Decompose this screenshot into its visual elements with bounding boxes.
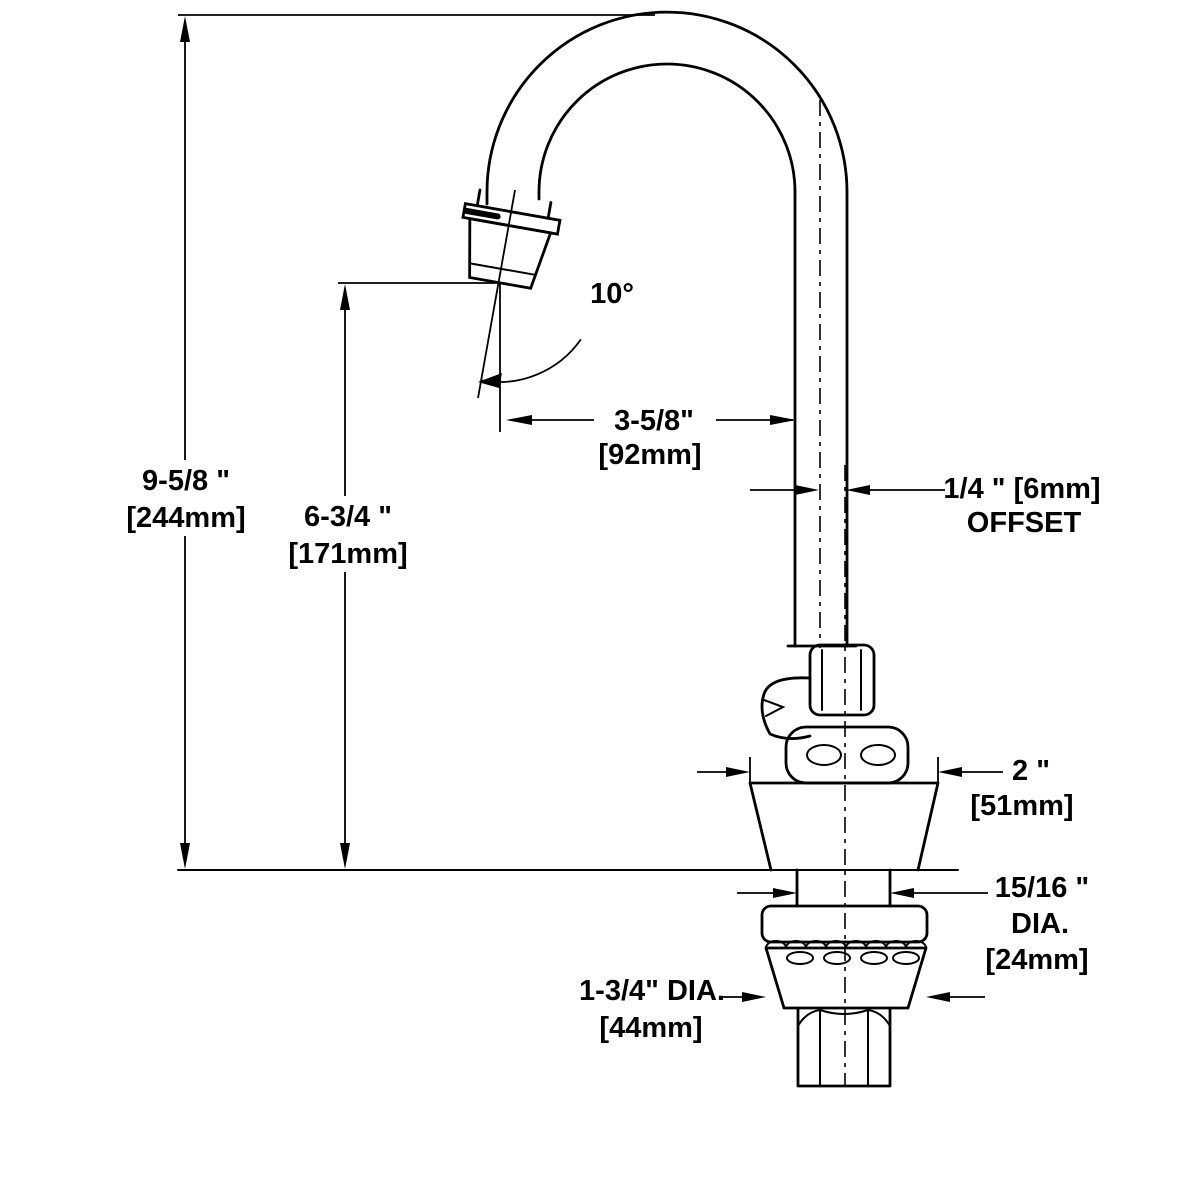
tip-height-label-in: 6-3/4 " [304, 501, 392, 533]
base-label-in: 2 " [1012, 755, 1050, 787]
shank-label-dia: DIA. [1011, 908, 1069, 940]
base-cone [748, 781, 940, 872]
spout-right-tube [793, 190, 849, 648]
arrow-right-offset [795, 485, 819, 495]
offset-label-in-mm: 1/4 " [6mm] [943, 473, 1100, 505]
arrow-left-shank [890, 888, 914, 898]
arrow-right-shank [773, 888, 797, 898]
spout-outer-arc [485, 10, 849, 194]
arrow-angle [478, 373, 502, 388]
arrow-right-base [726, 767, 750, 777]
washer-dimple-2 [823, 951, 851, 965]
base-extension-lines [749, 757, 939, 783]
arrow-left-flange [926, 992, 950, 1002]
arrow-down-tip [340, 843, 350, 869]
tip-height-label-mm: [171mm] [288, 538, 407, 570]
arrow-left-base [938, 767, 962, 777]
centerlines [819, 100, 846, 1086]
arrow-up-overall [180, 16, 190, 42]
arrow-up-tip [340, 284, 350, 310]
dimension-lines [178, 14, 1003, 1002]
washer-dimple-1 [786, 951, 814, 965]
reach-label-mm: [92mm] [598, 439, 701, 471]
valve-lever [760, 676, 812, 740]
offset-label-word: OFFSET [967, 507, 1082, 539]
overall-height-label-in: 9-5/8 " [142, 465, 230, 497]
arrow-right-reach [770, 415, 796, 425]
valve-body [784, 725, 910, 785]
spout-inner-arc [537, 62, 797, 194]
spout-left-stub [485, 190, 541, 206]
arrow-left-offset [846, 485, 870, 495]
valve-knob-facets [821, 649, 862, 711]
base-label-mm: [51mm] [970, 790, 1073, 822]
faucet-outline [177, 10, 959, 1088]
shank-label-mm: [24mm] [985, 944, 1088, 976]
arrow-down-overall [180, 843, 190, 869]
overall-height-label-bg [126, 460, 248, 536]
shank [795, 868, 892, 908]
reach-label-in: 3-5/8" [614, 405, 694, 437]
valve-screw-left [806, 744, 842, 766]
flange-label-mm: [44mm] [599, 1012, 702, 1044]
valve-screw-right [860, 744, 896, 766]
overall-height-label-mm: [244mm] [126, 502, 245, 534]
tip-height-label-bg [284, 496, 412, 572]
hex-nut [796, 1006, 892, 1088]
reach-label-bg [594, 402, 716, 434]
angle-label: 10° [590, 278, 634, 310]
valve-lever-notch [763, 699, 786, 717]
nozzle [461, 188, 562, 290]
hex-nut-facets [797, 1009, 891, 1087]
aerator-face-line [469, 262, 537, 276]
shank-label-in: 15/16 " [995, 872, 1089, 904]
arrow-right-flange [742, 992, 766, 1002]
nozzle-neck [475, 188, 553, 220]
washer-body [764, 946, 928, 1010]
nozzle-axis-line [477, 189, 516, 399]
nozzle-collar-band [463, 207, 501, 220]
valve-knob [808, 643, 876, 717]
aerator-tip [468, 216, 553, 290]
arrow-left-reach [506, 415, 532, 425]
flange-label-in: 1-3/4" DIA. [579, 975, 725, 1007]
washer-dimple-3 [860, 951, 888, 965]
washer-dimple-4 [892, 951, 920, 965]
locknut [760, 904, 929, 944]
dimension-labels: 9-5/8 " [244mm] 6-3/4 " [171mm] 3-5/8" [… [126, 278, 1101, 1044]
